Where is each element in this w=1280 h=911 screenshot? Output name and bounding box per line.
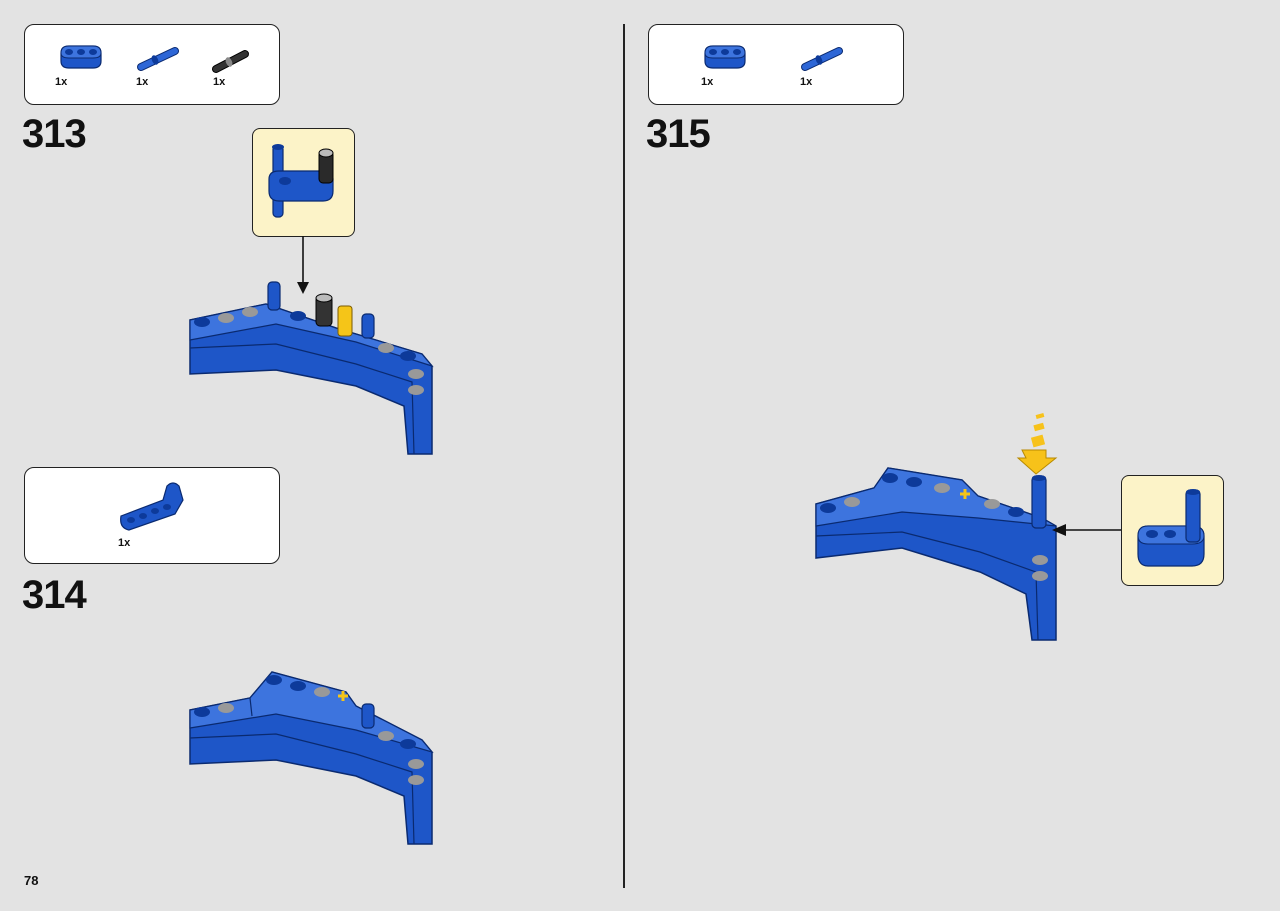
sub-assembly-icon <box>1137 489 1205 567</box>
push-arrow-icon <box>1016 413 1058 475</box>
blue-beam-3-icon <box>704 45 746 69</box>
black-pin-icon <box>212 50 249 73</box>
step-number-315: 315 <box>646 112 711 156</box>
placement-arrow <box>297 236 309 294</box>
model-314 <box>189 671 434 845</box>
step-number-314: 314 <box>22 573 87 617</box>
blue-axle-pin-icon <box>801 47 843 71</box>
page-number: 78 <box>24 873 39 888</box>
step-number-313: 313 <box>22 112 87 156</box>
part-qty: 1x <box>118 537 131 549</box>
placement-arrow <box>1052 524 1124 536</box>
model-315 <box>815 413 1058 641</box>
part-qty: 1x <box>55 76 68 88</box>
sub-assembly-icon <box>268 144 334 218</box>
parts-list-315: 1x 1x <box>648 24 904 105</box>
blue-angled-beam-icon <box>120 482 184 531</box>
callout-315 <box>1121 475 1224 586</box>
callout-313 <box>252 128 355 237</box>
blue-beam-3-icon <box>60 45 102 69</box>
blue-axle-pin-icon <box>137 47 179 71</box>
part-qty: 1x <box>701 76 714 88</box>
page-divider <box>623 24 625 888</box>
parts-list-314: 1x <box>24 467 280 564</box>
part-qty: 1x <box>213 76 226 88</box>
part-qty: 1x <box>136 76 149 88</box>
part-qty: 1x <box>800 76 813 88</box>
model-313 <box>189 281 434 455</box>
parts-list-313: 1x 1x 1x <box>24 24 280 105</box>
